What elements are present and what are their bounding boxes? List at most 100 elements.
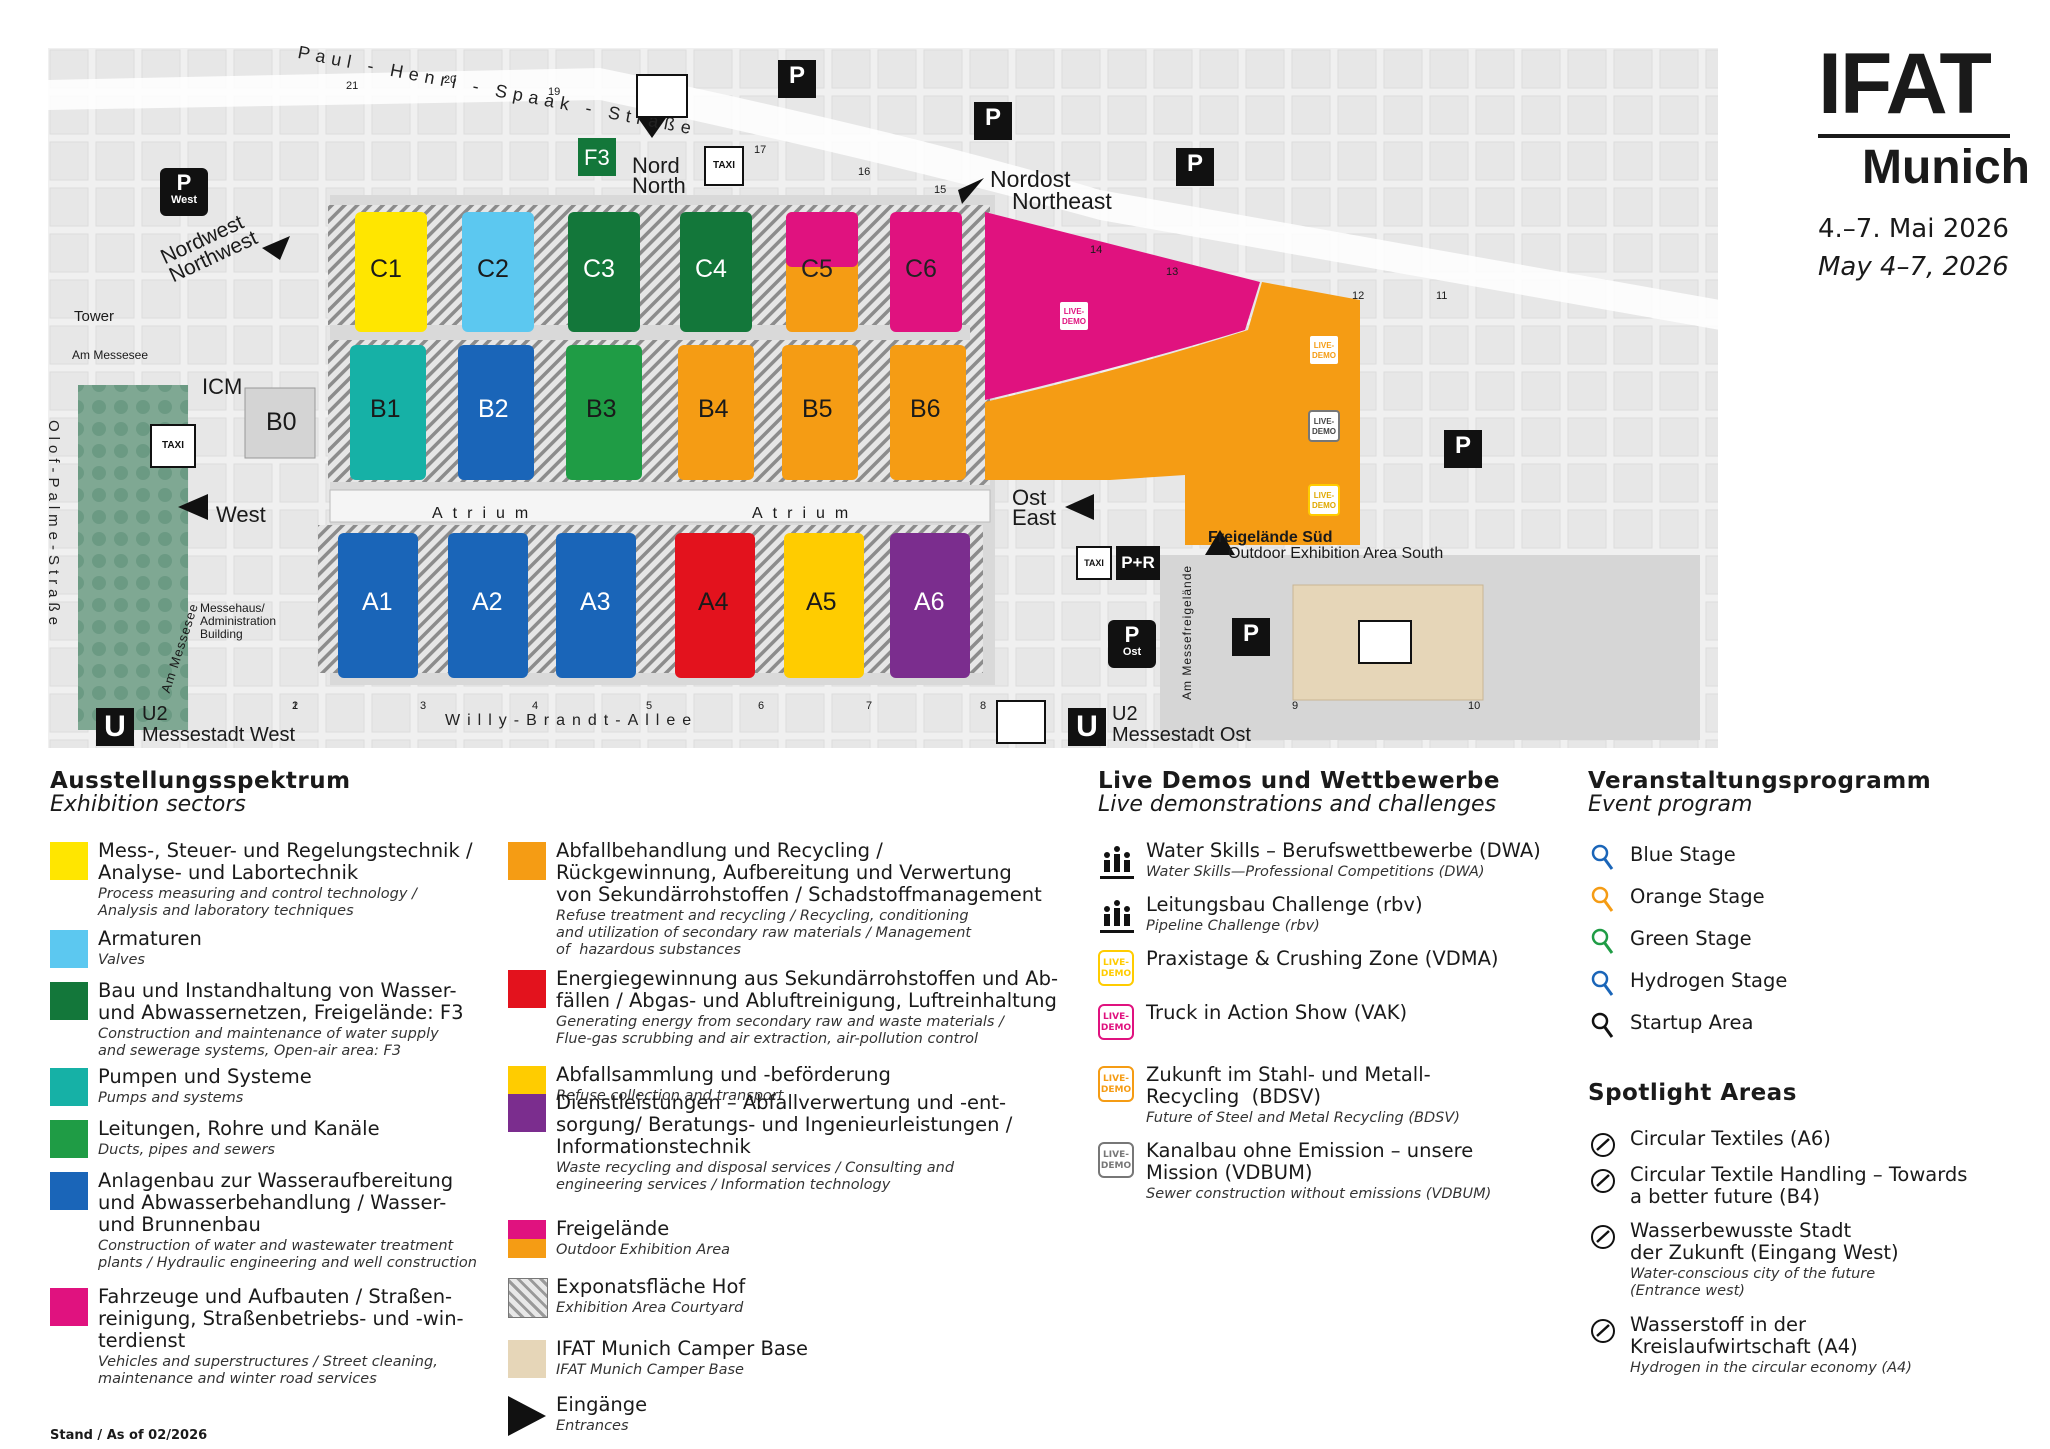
- messehaus-label: Messehaus/ Administration Building: [200, 602, 276, 641]
- hall-b2[interactable]: [458, 345, 534, 480]
- spotlight-title: Spotlight Areas: [1588, 1080, 1797, 1106]
- gate-number: 4: [532, 700, 539, 712]
- sector-swatch: [508, 1220, 546, 1258]
- hall-c1[interactable]: [355, 212, 427, 332]
- sector-name-de: Mess-, Steuer- und Regelungstechnik / An…: [98, 839, 473, 884]
- hall-b4-label: B4: [698, 395, 729, 423]
- hall-b6-label: B6: [910, 395, 941, 423]
- sectors-title: Ausstellungsspektrum: [50, 768, 351, 794]
- sectors-subtitle: Exhibition sectors: [50, 792, 246, 817]
- gate-number: 2: [292, 700, 299, 712]
- live-name-de: Zukunft im Stahl- und Metall- Recycling …: [1146, 1063, 1431, 1108]
- sector-name-en: Construction of water and wastewater tre…: [98, 1238, 477, 1271]
- sector-name-de: IFAT Munich Camper Base: [556, 1337, 808, 1360]
- sector-swatch: [50, 930, 88, 968]
- live-text: LIVE-: [1103, 1074, 1129, 1084]
- live-name-en: Future of Steel and Metal Recycling (BDS…: [1146, 1110, 1460, 1126]
- hall-c5[interactable]: [786, 212, 858, 332]
- orange-stage-icon: [1588, 884, 1622, 918]
- sector-name-en: Construction and maintenance of water su…: [98, 1026, 439, 1059]
- hall-c3[interactable]: [568, 212, 640, 332]
- gate-number: 14: [1090, 244, 1103, 256]
- spotlight-name-en: Hydrogen in the circular economy (A4): [1630, 1360, 1912, 1376]
- fairground-map: [48, 48, 1720, 748]
- demo-text: DEMO: [1312, 427, 1336, 436]
- hall-b5-label: B5: [802, 395, 833, 423]
- gate-number: 10: [1468, 700, 1481, 712]
- spotlight-name-en: Water-conscious city of the future (Entr…: [1630, 1266, 1876, 1299]
- nordost-text: Nordost: [990, 166, 1071, 192]
- sector-name-en: Exhibition Area Courtyard: [556, 1300, 744, 1316]
- parkhaus-ost-p: P: [1124, 622, 1140, 647]
- sector-name-en: Vehicles and superstructures / Street cl…: [98, 1354, 438, 1387]
- sector-name-de: Leitungen, Rohre und Kanäle: [98, 1117, 380, 1140]
- live-text: LIVE-: [1313, 491, 1335, 500]
- f3-outdoor: [578, 138, 616, 176]
- hall-a1[interactable]: [338, 533, 418, 678]
- hall-b3[interactable]: [566, 345, 642, 480]
- sector-name-de: Fahrzeuge und Aufbauten / Straßen- reini…: [98, 1285, 464, 1352]
- logo-wordmark: IFAT: [1818, 36, 1992, 132]
- sector-name-en: Refuse collection and transport: [556, 1088, 784, 1104]
- parkhaus-ost-icon: P Ost: [1108, 622, 1156, 659]
- gate-number: 13: [1166, 266, 1179, 278]
- hall-a3-label: A3: [580, 588, 611, 616]
- hall-b5[interactable]: [782, 345, 858, 480]
- sector-swatch: [50, 1288, 88, 1326]
- gate-number: 17: [754, 144, 767, 156]
- sector-name-en: Valves: [98, 952, 145, 968]
- hall-a2[interactable]: [448, 533, 528, 678]
- sector-name-de: Eingänge: [556, 1393, 648, 1416]
- hall-a5[interactable]: [784, 533, 864, 678]
- spotlight-name-de: Circular Textile Handling – Towards a be…: [1630, 1163, 1968, 1208]
- demo-text: DEMO: [1100, 1023, 1132, 1033]
- gate-number: 12: [1352, 290, 1365, 302]
- hall-c2[interactable]: [462, 212, 534, 332]
- sector-name-en: Generating energy from secondary raw and…: [556, 1014, 1004, 1047]
- sector-swatch: [508, 1094, 546, 1132]
- ubahn-ost-icon: U: [1068, 708, 1106, 746]
- gate-number: 11: [1436, 290, 1448, 302]
- hall-b4[interactable]: [678, 345, 754, 480]
- hall-a4[interactable]: [675, 533, 755, 678]
- hall-a3[interactable]: [556, 533, 636, 678]
- hall-b0[interactable]: [244, 387, 316, 459]
- gate-number: 3: [420, 700, 427, 712]
- hall-a6[interactable]: [890, 533, 970, 678]
- halls: [244, 212, 970, 678]
- hall-b6[interactable]: [890, 345, 966, 480]
- live-text: LIVE-: [1313, 341, 1335, 350]
- outdoor-magenta: [985, 212, 1260, 400]
- demo-text: DEMO: [1312, 501, 1336, 510]
- messehaus-en: Administration: [200, 614, 277, 628]
- messehaus-en2: Building: [200, 627, 243, 641]
- live-text: LIVE-: [1063, 307, 1085, 316]
- entrance-east-label: Ost East: [1012, 487, 1056, 529]
- hydrogen-icon: [1588, 1316, 1622, 1350]
- live-name-de: Truck in Action Show (VAK): [1146, 1001, 1408, 1024]
- spotlight-name-de: Wasserstoff in der Kreislaufwirtschaft (…: [1630, 1313, 1858, 1358]
- live-demo-magenta-badge: LIVE-DEMO: [1058, 300, 1090, 332]
- atrium-label-1: Atrium: [432, 505, 539, 522]
- sector-name-de: Pumpen und Systeme: [98, 1065, 312, 1088]
- demo-text: DEMO: [1062, 317, 1086, 326]
- gate-number: 16: [858, 166, 871, 178]
- gate-number: 7: [866, 700, 873, 712]
- hall-a6-label: A6: [914, 588, 945, 616]
- courtyard-areas: [318, 205, 990, 673]
- event-name: Orange Stage: [1630, 885, 1765, 908]
- gate-number: 9: [1292, 700, 1299, 712]
- hall-c3-label: C3: [583, 255, 615, 283]
- sector-name-en: Refuse treatment and recycling / Recycli…: [556, 908, 972, 958]
- entrance-west-label: West: [216, 502, 266, 527]
- hall-b1-label: B1: [370, 395, 401, 423]
- hall-b1[interactable]: [350, 345, 426, 480]
- sector-swatch: [50, 1068, 88, 1106]
- sector-swatch: [508, 1340, 546, 1378]
- live-name-de: Praxistage & Crushing Zone (VDMA): [1146, 947, 1499, 970]
- hall-c6[interactable]: [890, 212, 962, 332]
- hall-c4[interactable]: [680, 212, 752, 332]
- green-stage-icon: [1588, 926, 1622, 960]
- parking-icon: P: [984, 104, 1001, 131]
- sector-name-en: Process measuring and control technology…: [98, 886, 417, 919]
